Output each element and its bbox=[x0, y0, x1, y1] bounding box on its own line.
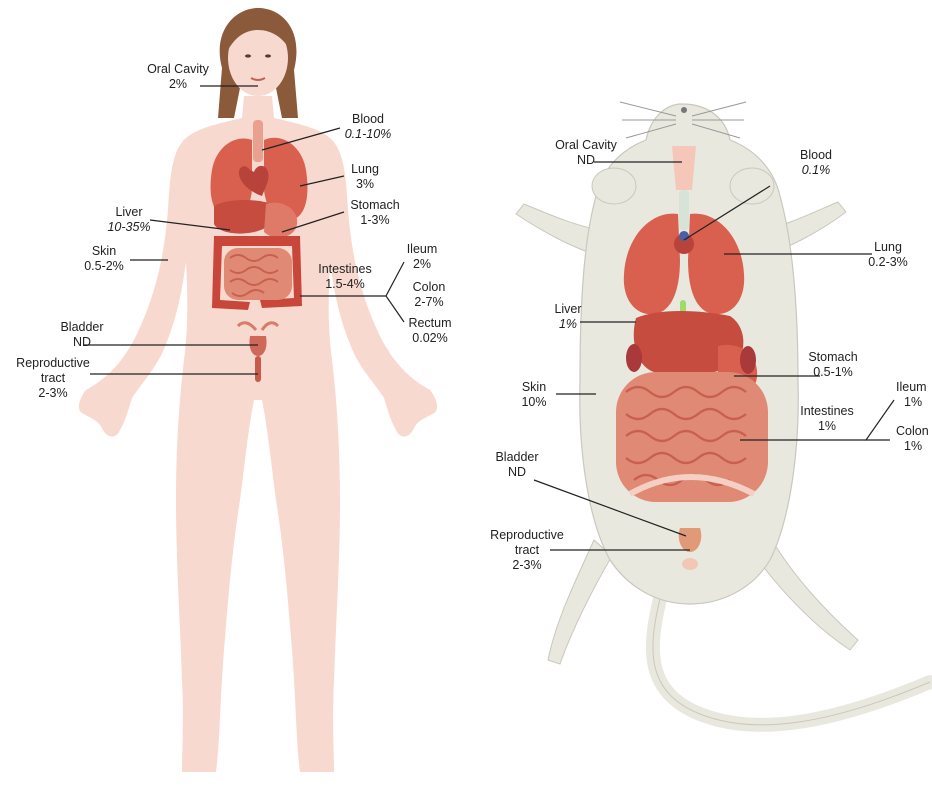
mouse-oral-cavity-name: Oral Cavity bbox=[540, 138, 632, 153]
human-trachea bbox=[253, 120, 263, 162]
mouse-ear-left bbox=[592, 168, 636, 204]
mouse-label-stomach: Stomach 0.5-1% bbox=[796, 350, 870, 380]
human-label-lung: Lung 3% bbox=[340, 162, 390, 192]
leader-mouse-bracket bbox=[866, 400, 894, 440]
human-bladder-name: Bladder bbox=[54, 320, 110, 335]
human-liver-value: 10-35% bbox=[100, 220, 158, 235]
mouse-ileum-value: 1% bbox=[896, 395, 932, 410]
human-label-blood: Blood 0.1-10% bbox=[334, 112, 402, 142]
human-ileum-name: Ileum bbox=[400, 242, 444, 257]
human-reproductive-name2: tract bbox=[6, 371, 100, 386]
human-label-liver: Liver 10-35% bbox=[100, 205, 158, 235]
mouse-label-skin: Skin 10% bbox=[512, 380, 556, 410]
mouse-reproductive-tract bbox=[682, 558, 698, 570]
mouse-liver-name: Liver bbox=[544, 302, 592, 317]
mouse-ileum-name: Ileum bbox=[896, 380, 932, 395]
mouse-label-oral-cavity: Oral Cavity ND bbox=[540, 138, 632, 168]
mouse-stomach-name: Stomach bbox=[796, 350, 870, 365]
mouse-blood-name: Blood bbox=[786, 148, 846, 163]
human-stomach-name: Stomach bbox=[340, 198, 410, 213]
human-reproductive-tract bbox=[255, 356, 261, 382]
mouse-intestines-name: Intestines bbox=[790, 404, 864, 419]
human-colon-name: Colon bbox=[404, 280, 454, 295]
mouse-label-ileum: Ileum 1% bbox=[896, 380, 932, 410]
human-label-oral-cavity: Oral Cavity 2% bbox=[132, 62, 224, 92]
human-reproductive-value: 2-3% bbox=[6, 386, 100, 401]
human-stomach-value: 1-3% bbox=[340, 213, 410, 228]
human-label-stomach: Stomach 1-3% bbox=[340, 198, 410, 228]
human-label-reproductive: Reproductive tract 2-3% bbox=[6, 356, 100, 401]
mouse-label-lung: Lung 0.2-3% bbox=[858, 240, 918, 270]
mouse-label-reproductive: Reproductive tract 2-3% bbox=[480, 528, 574, 573]
mouse-reproductive-value: 2-3% bbox=[480, 558, 574, 573]
mouse-tail bbox=[653, 590, 930, 725]
mouse-label-colon: Colon 1% bbox=[896, 424, 932, 454]
human-oral-cavity-name: Oral Cavity bbox=[132, 62, 224, 77]
human-lung-name: Lung bbox=[340, 162, 390, 177]
human-rectum-name: Rectum bbox=[402, 316, 458, 331]
mouse-colon-name: Colon bbox=[896, 424, 932, 439]
mouse-label-blood: Blood 0.1% bbox=[786, 148, 846, 178]
mouse-hind-right-leg bbox=[758, 540, 858, 650]
mouse-stomach-value: 0.5-1% bbox=[796, 365, 870, 380]
human-label-bladder: Bladder ND bbox=[54, 320, 110, 350]
mouse-reproductive-name: Reproductive bbox=[480, 528, 574, 543]
mouse-blood-value: 0.1% bbox=[786, 163, 846, 178]
mouse-ear-right bbox=[730, 168, 774, 204]
human-rectum-value: 0.02% bbox=[402, 331, 458, 346]
mouse-lung-value: 0.2-3% bbox=[858, 255, 918, 270]
mouse-oral-cavity-value: ND bbox=[540, 153, 632, 168]
human-label-intestines: Intestines 1.5-4% bbox=[310, 262, 380, 292]
mouse-figure bbox=[516, 102, 930, 725]
mouse-label-liver: Liver 1% bbox=[544, 302, 592, 332]
human-liver-name: Liver bbox=[100, 205, 158, 220]
human-label-ileum: Ileum 2% bbox=[400, 242, 444, 272]
mouse-bladder-name: Bladder bbox=[488, 450, 546, 465]
mouse-skin-name: Skin bbox=[512, 380, 556, 395]
human-intestines-value: 1.5-4% bbox=[310, 277, 380, 292]
human-skin-name: Skin bbox=[76, 244, 132, 259]
mouse-reproductive-name2: tract bbox=[480, 543, 574, 558]
mouse-skin-value: 10% bbox=[512, 395, 556, 410]
mouse-intestines-value: 1% bbox=[790, 419, 864, 434]
mouse-bladder-value: ND bbox=[488, 465, 546, 480]
human-label-rectum: Rectum 0.02% bbox=[402, 316, 458, 346]
human-oral-cavity-value: 2% bbox=[132, 77, 224, 92]
human-reproductive-name: Reproductive bbox=[6, 356, 100, 371]
human-blood-name: Blood bbox=[334, 112, 402, 127]
human-intestines-name: Intestines bbox=[310, 262, 380, 277]
human-label-colon: Colon 2-7% bbox=[404, 280, 454, 310]
human-skin-value: 0.5-2% bbox=[76, 259, 132, 274]
mouse-oral-cavity bbox=[672, 146, 696, 190]
mouse-label-intestines: Intestines 1% bbox=[790, 404, 864, 434]
human-colon-value: 2-7% bbox=[404, 295, 454, 310]
mouse-colon-value: 1% bbox=[896, 439, 932, 454]
human-bladder-value: ND bbox=[54, 335, 110, 350]
mouse-lung-name: Lung bbox=[858, 240, 918, 255]
human-ileum-value: 2% bbox=[400, 257, 444, 272]
human-label-skin: Skin 0.5-2% bbox=[76, 244, 132, 274]
mouse-label-bladder: Bladder ND bbox=[488, 450, 546, 480]
human-blood-value: 0.1-10% bbox=[334, 127, 402, 142]
human-lung-value: 3% bbox=[340, 177, 390, 192]
mouse-liver-value: 1% bbox=[544, 317, 592, 332]
